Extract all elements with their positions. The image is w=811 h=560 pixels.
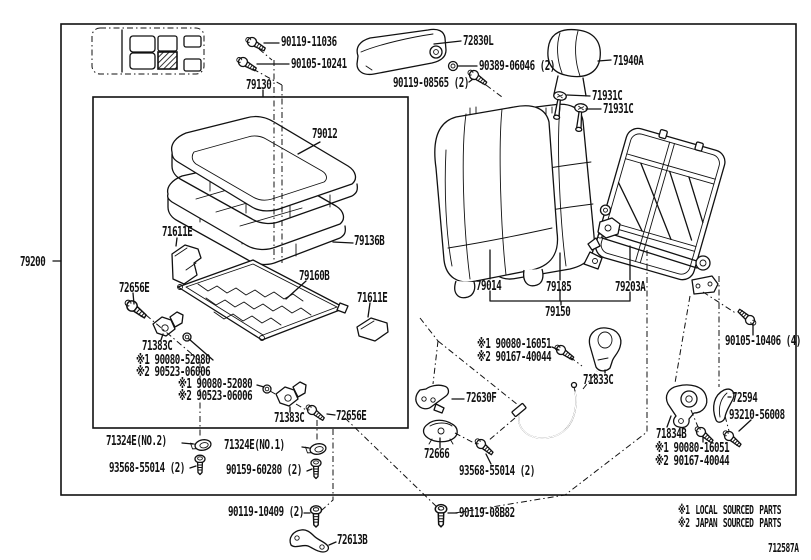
bolt-90119-11036-icon [243, 34, 268, 54]
figure-code: 712587A [768, 541, 799, 555]
washer-90389 [447, 60, 459, 72]
bolt-90105-10241-icon [234, 54, 259, 74]
part-label-79185: 79185 [546, 280, 572, 295]
clip-71324E-no2-icon [189, 437, 213, 453]
part-label-79130: 79130 [246, 78, 272, 93]
reference-dash-lines [145, 48, 738, 514]
cushion-cover-79012-drawing [170, 115, 358, 225]
group-boxes [52, 23, 797, 496]
part-label-72613B: 72613B [337, 533, 368, 548]
vehicle-seat-layout-icon [91, 27, 205, 75]
bracket-71611E-left-drawing [171, 244, 202, 285]
screw-72656E-right-icon [303, 401, 328, 424]
note-label-90080-52080: ※1 90080-52080 [178, 377, 253, 392]
part-label-71611E: 71611E [162, 225, 193, 240]
headrest-71940A-drawing [547, 28, 601, 97]
nut-90080-52080-icon [262, 384, 272, 394]
part-label-79203A: 79203A [615, 280, 646, 295]
clip-71324E-no1-icon [304, 441, 328, 457]
part-label-71834B: 71834B [656, 427, 687, 442]
part-label-71940A: 71940A [613, 54, 644, 69]
part-label-93210-56008: 93210-56008 [729, 408, 785, 423]
part-label-72594: 72594 [732, 391, 758, 406]
note-label-90167-40044: ※2 90167-40044 [655, 454, 730, 469]
seatback-cover-79014-drawing [434, 105, 559, 299]
bolt-90119-08B82-icon [434, 503, 448, 528]
bracket-72613B-drawing [289, 529, 330, 553]
screw-72656E-left-icon [121, 296, 150, 322]
seatback-frame-79203A-drawing [583, 127, 726, 295]
part-label-79136B: 79136B [354, 234, 385, 249]
part-label-90159-60280: 90159-60280 (2) [226, 463, 302, 478]
highlighted-seat-cell [157, 51, 178, 70]
note-label-90167-40044: ※2 90167-40044 [477, 350, 552, 365]
part-label-72656E: 72656E [119, 281, 150, 296]
note-label-90523-06006: ※2 90523-06006 [136, 365, 211, 380]
part-label-90119-11036: 90119-11036 [281, 35, 337, 50]
part-label-79014: 79014 [476, 279, 502, 294]
bracket-72666-drawing [422, 419, 458, 445]
bracket-71611E-right-drawing [356, 317, 389, 342]
bolt-90105-10406-icon [735, 306, 759, 329]
legend-japan-sourced-parts: ※2 JAPAN SOURCED PARTS [678, 516, 782, 530]
release-cable-drawing [511, 381, 578, 439]
part-label-93568-55014: 93568-55014 (2) [109, 461, 185, 476]
part-label-72656E: 72656E [336, 409, 367, 424]
part-label-90119-08B82: 90119-08B82 [459, 506, 515, 521]
cushion-frame-79160B-drawing [177, 259, 349, 341]
inner-group-box-79130 [92, 96, 409, 429]
bolt-90119-10409-icon [309, 505, 323, 528]
part-label-79012: 79012 [312, 127, 338, 142]
part-label-71833C: 71833C [583, 373, 614, 388]
note-label-90080-16051: ※1 90080-16051 [477, 337, 552, 352]
note-label-90523-06006: ※2 90523-06006 [178, 389, 253, 404]
striker-71833C-drawing [588, 327, 622, 372]
legend-local-sourced-parts: ※1 LOCAL SOURCED PARTS [678, 503, 782, 517]
part-label-90389-06046: 90389-06046 (2) [479, 59, 555, 74]
part-label-79150: 79150 [545, 305, 571, 320]
part-label-71324E-no2: 71324E(NO.2) [106, 434, 167, 449]
part-label-71931C: 71931C [592, 89, 623, 104]
outer-group-box-79200 [60, 23, 797, 496]
part-label-90105-10241: 90105-10241 [291, 57, 347, 72]
part-label-71611E: 71611E [357, 291, 388, 306]
part-label-71931C: 71931C [603, 102, 634, 117]
part-label-90119-10409: 90119-10409 (2) [228, 505, 304, 520]
bracket-72630F-drawing [415, 384, 450, 414]
part-label-79200: 79200 [20, 255, 46, 270]
part-label-71383C: 71383C [274, 411, 305, 426]
hinge-71383C-right-drawing [275, 381, 307, 407]
part-label-79160B: 79160B [299, 269, 330, 284]
armrest-72830L-drawing [356, 28, 459, 76]
part-label-90119-08565: 90119-08565 (2) [393, 76, 469, 91]
note-label-90080-16051: ※1 90080-16051 [655, 441, 730, 456]
part-label-93568-55014: 93568-55014 (2) [459, 464, 535, 479]
part-label-90105-10406: 90105-10406 (4) [725, 334, 801, 349]
hinge-71383C-left-drawing [152, 311, 184, 337]
part-label-72630F: 72630F [466, 391, 497, 406]
part-label-71383C: 71383C [142, 339, 173, 354]
part-label-71324E-no1: 71324E(NO.1) [224, 438, 285, 453]
screw-93568-55014-icon [194, 454, 206, 476]
part-label-72830L: 72830L [463, 34, 494, 49]
part-label-72666: 72666 [424, 447, 450, 462]
bracket-71834B-drawing [665, 384, 708, 429]
note-label-90080-52080: ※1 90080-52080 [136, 353, 211, 368]
screw-93568-55014-icon [472, 435, 496, 458]
